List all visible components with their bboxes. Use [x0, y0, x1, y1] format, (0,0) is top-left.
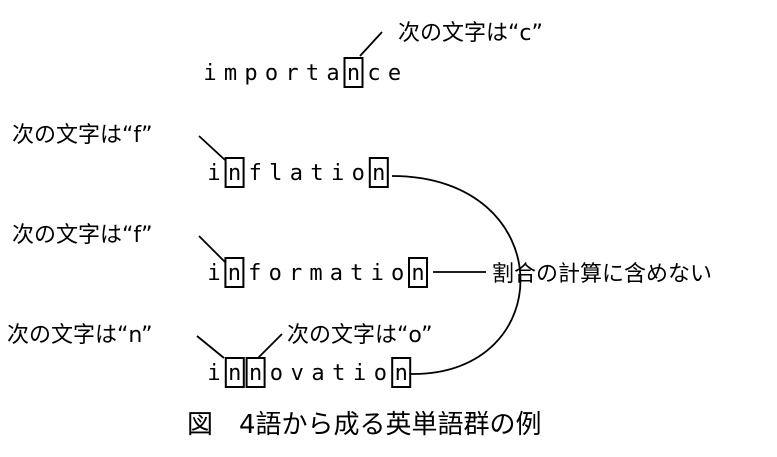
- letter: i: [207, 361, 220, 386]
- letter: i: [203, 61, 216, 86]
- bracket-curve: [391, 175, 522, 375]
- letter-box: [391, 357, 412, 388]
- letter: o: [265, 61, 278, 86]
- letter: t: [306, 61, 319, 86]
- letter-box: [245, 357, 266, 388]
- letter: l: [269, 161, 282, 186]
- letter: m: [309, 261, 322, 286]
- letter: n: [395, 361, 408, 386]
- letter: r: [289, 261, 302, 286]
- letter: t: [350, 261, 363, 286]
- letter-box: [224, 257, 245, 288]
- letter: a: [290, 161, 303, 186]
- leader-inflation: [198, 135, 226, 161]
- letter-box: [224, 157, 245, 188]
- letter: o: [352, 161, 365, 186]
- letter: o: [374, 361, 387, 386]
- letter: o: [269, 261, 282, 286]
- letter: f: [249, 161, 262, 186]
- letter: c: [367, 61, 380, 86]
- label-exclude-from-ratio: 割合の計算に含めない: [492, 262, 712, 287]
- label-innovation-next-o: 次の文字は“o”: [287, 323, 432, 348]
- letter: m: [224, 61, 237, 86]
- letter: n: [228, 161, 241, 186]
- letter: i: [207, 161, 220, 186]
- letter: i: [207, 261, 220, 286]
- letter: f: [248, 261, 261, 286]
- letter: t: [332, 361, 345, 386]
- letter: n: [347, 61, 360, 86]
- letter: t: [310, 161, 323, 186]
- letter: a: [330, 261, 343, 286]
- label-information-next: 次の文字は“f”: [12, 223, 153, 248]
- label-innovation-next-n: 次の文字は“n”: [7, 323, 153, 348]
- leader-innovation-n: [196, 335, 225, 359]
- letter: a: [326, 61, 339, 86]
- leader-information: [198, 235, 226, 263]
- letter: a: [311, 361, 324, 386]
- letter: o: [391, 261, 404, 286]
- letter: i: [371, 261, 384, 286]
- letter-box: [224, 357, 245, 388]
- letter: n: [372, 161, 385, 186]
- letter: o: [270, 361, 283, 386]
- letter: v: [291, 361, 304, 386]
- label-importance-next: 次の文字は“c”: [398, 21, 543, 46]
- label-inflation-next: 次の文字は“f”: [12, 123, 153, 148]
- letter: n: [228, 261, 241, 286]
- letter: n: [228, 361, 241, 386]
- letter-box: [343, 57, 364, 88]
- letter-box: [368, 157, 389, 188]
- leader-importance: [359, 31, 383, 57]
- letter: n: [411, 261, 424, 286]
- letter: p: [244, 61, 257, 86]
- figure-caption: 図 4語から成る英単語群の例: [187, 410, 542, 440]
- letter: i: [331, 161, 344, 186]
- letter: n: [249, 361, 262, 386]
- letter: e: [388, 61, 401, 86]
- letter-box: [408, 257, 428, 288]
- letter: r: [285, 61, 298, 86]
- letter: i: [353, 361, 366, 386]
- leader-innovation-o: [257, 333, 283, 359]
